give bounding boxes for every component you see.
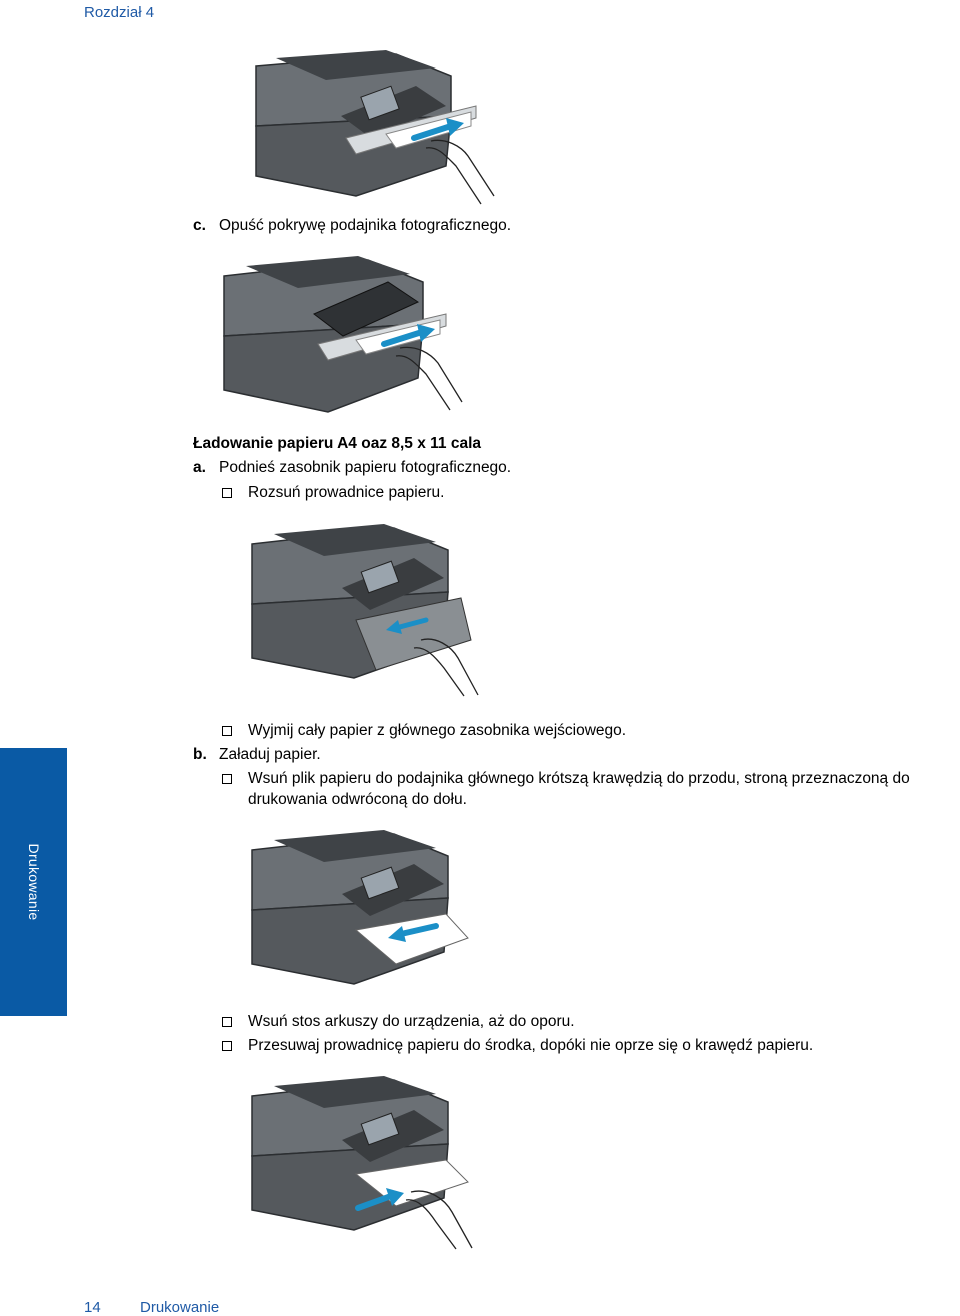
printer-illustration-slide-guides xyxy=(251,524,479,697)
printer-illustration-load-paper xyxy=(251,830,469,985)
step-a: a. Podnieś zasobnik papieru fotograficzne… xyxy=(193,458,511,478)
step-b-sub1-line1: Wsuń plik papieru do podajnika głównego … xyxy=(248,770,910,787)
printer-illustration-close-photo-cover xyxy=(223,256,463,413)
step-b: b. Załaduj papier. xyxy=(193,745,321,765)
step-b-text: Załaduj papier. xyxy=(219,746,321,763)
footer-section: Drukowanie xyxy=(140,1299,220,1316)
step-a-text: Podnieś zasobnik papieru fotograficznego… xyxy=(219,459,512,476)
page-number: 14 xyxy=(84,1299,101,1316)
checkbox-icon xyxy=(222,774,232,784)
step-c-text: Opuść pokrywę podajnika fotograficznego. xyxy=(219,217,512,234)
step-b-letter: b. xyxy=(193,746,207,763)
checkbox-icon xyxy=(222,1017,232,1027)
checkbox-icon xyxy=(222,488,232,498)
step-b-sub2-text: Wsuń stos arkuszy do urządzenia, aż do o… xyxy=(248,1013,575,1030)
step-c-letter: c. xyxy=(193,217,206,234)
checkbox-icon xyxy=(222,1041,232,1051)
checkbox-icon xyxy=(222,726,232,736)
step-b-sub1: Wsuń plik papieru do podajnika głównego … xyxy=(0,769,960,813)
step-b-sub2: Wsuń stos arkuszy do urządzenia, aż do o… xyxy=(0,1012,960,1032)
step-a-sub2: Wyjmij cały papier z głównego zasobnika … xyxy=(0,721,960,741)
step-b-sub1-line2: drukowania odwróconą do dołu. xyxy=(248,791,467,808)
printer-illustration-photo-tray-insert xyxy=(255,50,495,205)
step-a-sub1-text: Rozsuń prowadnice papieru. xyxy=(248,484,445,501)
step-a-sub1: Rozsuń prowadnice papieru. xyxy=(0,483,960,503)
step-a-letter: a. xyxy=(193,459,206,476)
section-side-tab: Drukowanie xyxy=(0,748,67,1016)
step-b-sub3-text: Przesuwaj prowadnicę papieru do środka, … xyxy=(248,1037,814,1054)
step-c: c. Opuść pokrywę podajnika fotograficzneg… xyxy=(193,216,511,236)
chapter-header: Rozdział 4 xyxy=(84,4,155,21)
step-a-sub2-text: Wyjmij cały papier z głównego zasobnika … xyxy=(248,722,627,739)
step-b-sub3: Przesuwaj prowadnicę papieru do środka, … xyxy=(0,1036,960,1056)
printer-illustration-adjust-guide xyxy=(251,1076,473,1250)
section-heading: Ładowanie papieru A4 oaz 8,5 x 11 cala xyxy=(193,435,482,452)
